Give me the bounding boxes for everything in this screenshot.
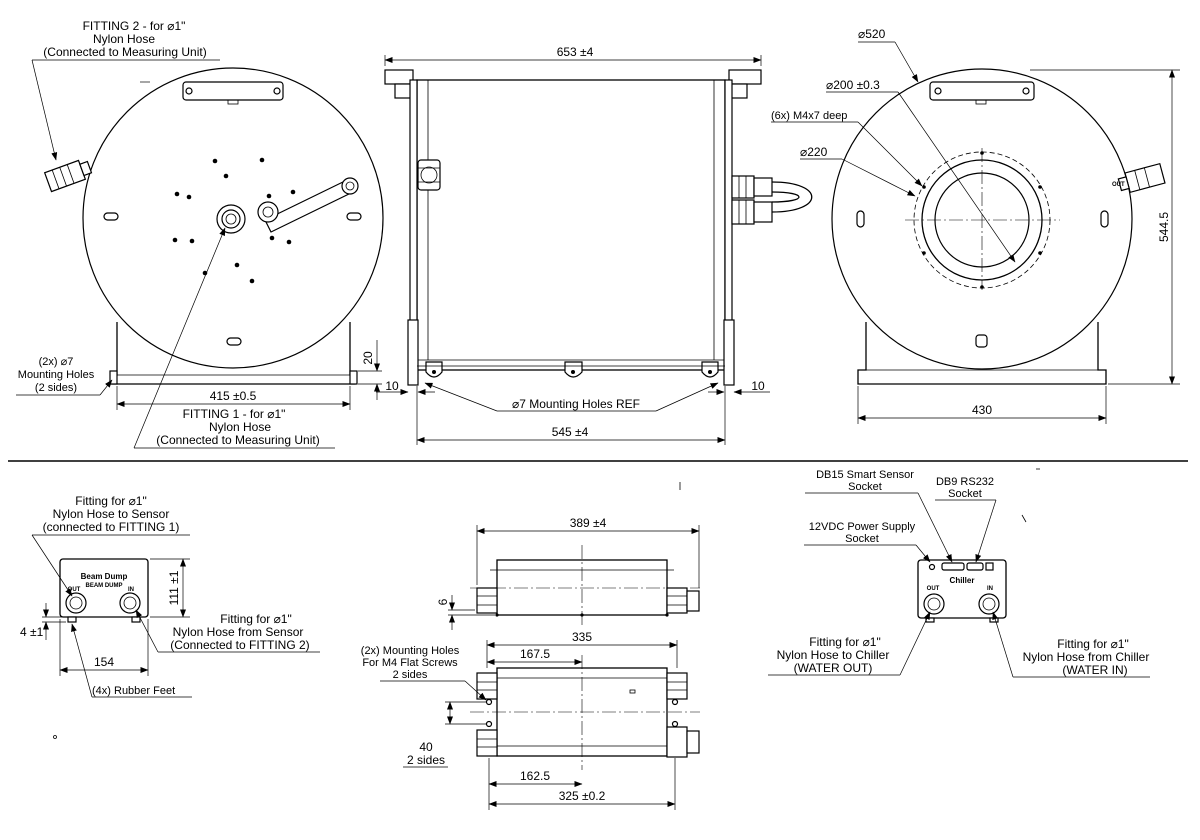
chiller-holes-3: 2 sides [393,669,428,681]
bd-fit-from-3: (Connected to FITTING 2) [170,638,309,652]
bd-fit-sensor-2: Nylon Hose to Sensor [53,507,170,521]
reel-side-view: 653 ±4 545 ±4 ⌀7 Mounting Holes REF 10 1… [376,45,813,445]
water-in-3: (WATER IN) [1062,663,1127,677]
dim-430: 430 [972,403,992,417]
d220-label: ⌀220 [800,145,828,159]
fitting1-line1: FITTING 1 - for ⌀1" [183,407,286,421]
dim-415: 415 ±0.5 [210,389,257,403]
beam-dump-out: OUT [68,587,81,593]
out-label-back: OUT [1112,182,1125,188]
chiller-in: IN [987,586,993,592]
beam-dump-sub: BEAM DUMP [86,583,123,589]
water-in-1: Fitting for ⌀1" [1057,637,1129,651]
water-in-2: Nylon Hose from Chiller [1023,650,1150,664]
power-1: 12VDC Power Supply [809,521,916,533]
db9-1: DB9 RS232 [936,476,994,488]
dim-6: 6 [436,598,450,605]
m4-label: (6x) M4x7 deep [771,110,847,122]
fitting2-line3: (Connected to Measuring Unit) [43,45,206,59]
bd-fit-sensor-3: (connected to FITTING 1) [43,520,180,534]
fitting1-line3: (Connected to Measuring Unit) [156,433,319,447]
dim-545: 545 ±4 [552,425,589,439]
dim-389: 389 ±4 [570,516,607,530]
db9-2: Socket [948,488,982,500]
beam-dump-in: IN [128,587,134,593]
bd-feet: (4x) Rubber Feet [92,685,175,697]
dim-1625: 162.5 [520,769,550,783]
chiller-front-view: Chiller OUT IN DB15 Smart Sensor Socket … [768,468,1150,678]
chiller-holes-2: For M4 Flat Screws [362,657,458,669]
water-out-2: Nylon Hose to Chiller [777,648,890,662]
fitting2-line1: FITTING 2 - for ⌀1" [83,19,186,33]
mount-holes-line2: Mounting Holes [18,369,95,381]
beam-dump-title: Beam Dump [81,572,128,581]
dim-544: 544.5 [1157,212,1171,242]
fitting2-line2: Nylon Hose [93,32,155,46]
water-out-1: Fitting for ⌀1" [809,635,881,649]
reel-back-view: OUT ⌀520 ⌀200 ±0.3 (6x) M4x7 deep ⌀220 5… [771,27,1180,424]
dim-10-left: 10 [385,379,399,393]
dim-653: 653 ±4 [557,45,594,59]
bd-h111: 111 ±1 [167,570,181,605]
dim-40-sides: 2 sides [407,753,445,767]
chiller-holes-1: (2x) Mounting Holes [361,645,460,657]
dim-40: 40 [419,740,433,754]
d520-label: ⌀520 [858,27,886,41]
d200-label: ⌀200 ±0.3 [826,78,880,92]
dim-20: 20 [361,351,375,365]
power-2: Socket [845,533,879,545]
bd-fit-from-1: Fitting for ⌀1" [220,612,292,626]
beam-dump-view: Beam Dump BEAM DUMP OUT IN Fitting for ⌀… [20,494,320,739]
bd-fit-sensor-1: Fitting for ⌀1" [75,494,147,508]
db15-2: Socket [848,481,882,493]
reel-front-view: FITTING 2 - for ⌀1" Nylon Hose (Connecte… [16,19,384,449]
chiller-title: Chiller [950,576,975,585]
db15-1: DB15 Smart Sensor [816,469,914,481]
chiller-out: OUT [927,586,940,592]
bd-fit-from-2: Nylon Hose from Sensor [173,625,304,639]
fitting1-line2: Nylon Hose [209,420,271,434]
mount-holes-line1: (2x) ⌀7 [39,356,74,368]
bd-w154: 154 [94,655,114,669]
dim-10-right: 10 [751,379,765,393]
water-out-3: (WATER OUT) [794,661,873,675]
dim-335: 335 [572,630,592,644]
mount-holes-line3: (2 sides) [35,382,77,394]
bd-h4: 4 ±1 [20,625,44,639]
dim-325: 325 ±0.2 [559,789,606,803]
dim-1675: 167.5 [520,647,550,661]
chiller-side-view: 389 ±4 6 335 167.5 [361,482,700,810]
holes-ref-label: ⌀7 Mounting Holes REF [512,397,640,411]
